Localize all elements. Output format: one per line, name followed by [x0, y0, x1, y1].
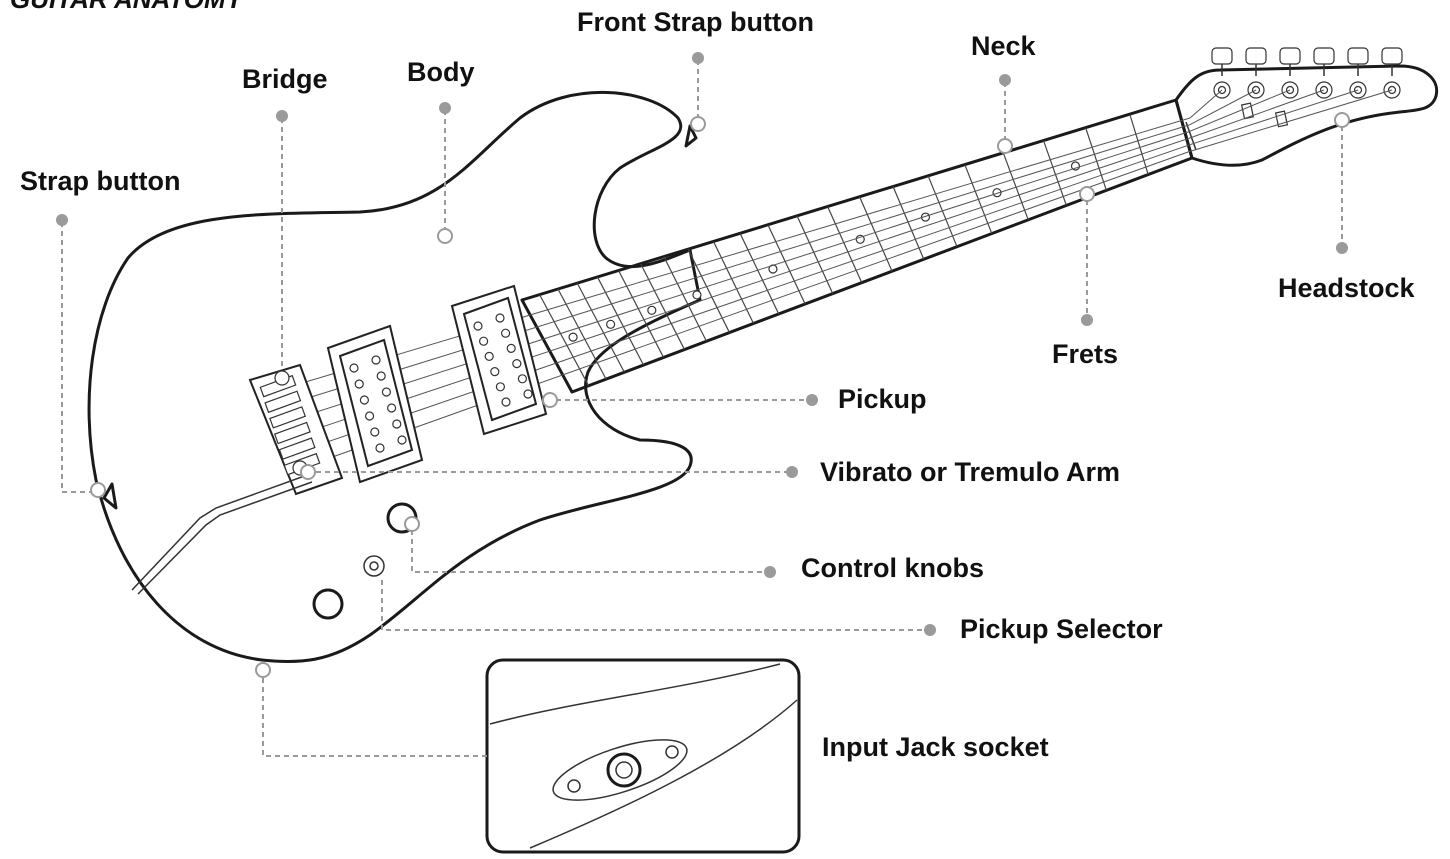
fret	[1085, 127, 1107, 191]
string	[271, 117, 1191, 393]
label-strap-button: Strap button	[20, 166, 180, 196]
fret	[640, 263, 686, 350]
label-input-jack-socket: Input Jack socket	[822, 732, 1049, 762]
tremolo-arm	[131, 473, 311, 591]
label-bridge: Bridge	[242, 64, 328, 94]
front-strap-button	[684, 124, 698, 148]
bridge-assembly	[248, 363, 344, 496]
string	[281, 131, 1190, 424]
string	[295, 151, 1189, 471]
fret	[859, 196, 893, 272]
label-front-strap-button: Front Strap button	[577, 7, 814, 37]
inlay-dot	[568, 332, 578, 342]
tuner-key	[1211, 47, 1233, 65]
label-pickup: Pickup	[838, 384, 927, 414]
fret	[767, 224, 806, 305]
fret	[663, 256, 707, 342]
label-pickup-selector: Pickup Selector	[960, 614, 1163, 644]
inlay-dot	[920, 212, 931, 222]
fret	[576, 282, 625, 373]
pickup-selector-switch	[363, 555, 385, 577]
rear-strap-button	[102, 482, 118, 510]
label-body: Body	[407, 57, 475, 87]
inlay-dot	[692, 290, 702, 300]
string	[286, 137, 1189, 440]
inlay-dot	[992, 188, 1002, 198]
inlay-dot	[647, 305, 657, 315]
tuner-key	[1245, 47, 1267, 65]
string-tree-1	[1240, 102, 1255, 120]
string	[276, 124, 1190, 409]
label-neck: Neck	[971, 31, 1037, 61]
inlay-dot	[606, 319, 616, 329]
tuner-key	[1313, 47, 1335, 65]
tuner-key	[1347, 47, 1369, 65]
tuner-key	[1279, 47, 1301, 65]
fret	[892, 186, 925, 260]
tuners-group	[1211, 47, 1403, 99]
label-frets: Frets	[1052, 339, 1118, 369]
fret	[712, 241, 755, 324]
tone-knob	[312, 588, 344, 620]
neck-pickup	[450, 284, 548, 436]
guitar-body-outline	[87, 91, 702, 664]
fret	[1042, 140, 1067, 206]
fret-inlays	[568, 161, 1081, 342]
fret	[796, 215, 834, 294]
fret	[1002, 152, 1029, 221]
tuner-key	[1381, 47, 1403, 65]
inlay-dot	[855, 234, 865, 244]
fret	[687, 248, 730, 333]
input-jack-inset	[485, 658, 801, 854]
label-headstock: Headstock	[1278, 273, 1416, 303]
bridge-pickup	[326, 324, 424, 484]
diagram-title: GUITAR ANATOMY	[10, 0, 246, 14]
string	[291, 144, 1189, 455]
fret	[596, 276, 645, 366]
headstock-outline	[1174, 64, 1439, 167]
fret	[1129, 113, 1149, 175]
strings-group	[271, 89, 1393, 471]
label-control-knobs: Control knobs	[801, 553, 984, 583]
fret	[557, 288, 607, 380]
label-vibrato-arm: Vibrato or Tremulo Arm	[820, 457, 1120, 487]
fret	[618, 270, 665, 358]
nut	[1185, 121, 1197, 151]
